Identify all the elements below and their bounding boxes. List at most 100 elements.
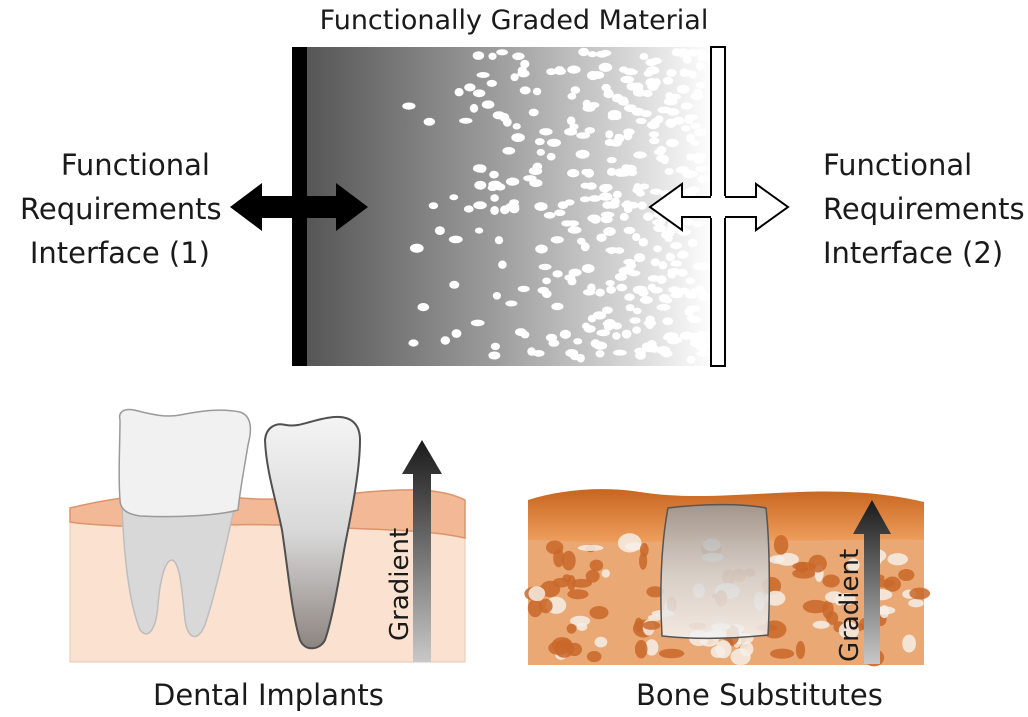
pore-dot — [520, 60, 529, 69]
pore-dot — [475, 228, 483, 234]
pore-dot — [511, 133, 525, 142]
pore-dot — [673, 117, 684, 125]
bone-pore — [635, 640, 648, 658]
pore-dot — [616, 284, 627, 292]
pore-dot — [648, 275, 660, 282]
pore-dot — [551, 303, 563, 311]
bone-pore — [887, 553, 908, 565]
pore-dot — [698, 293, 711, 301]
pore-dot — [567, 66, 580, 74]
interface-1-line-2: Requirements — [20, 187, 210, 231]
pore-dot — [539, 128, 552, 135]
pore-dot — [576, 150, 590, 159]
bone-pore — [567, 589, 588, 599]
pore-dot — [449, 236, 463, 244]
bone-pore — [774, 535, 788, 555]
pore-dot — [596, 350, 605, 357]
pore-dot — [488, 53, 496, 60]
pore-dot — [651, 258, 660, 266]
pore-dot — [654, 149, 665, 155]
pore-dot — [605, 130, 613, 138]
pore-dot — [612, 332, 620, 340]
pore-dot — [547, 139, 561, 147]
pore-dot — [534, 202, 547, 211]
pore-dot — [506, 203, 520, 211]
pore-dot — [510, 73, 518, 81]
pore-dot — [512, 53, 524, 61]
pore-dot — [587, 71, 599, 80]
pore-dot — [624, 69, 638, 75]
bone-pore — [634, 618, 643, 633]
pore-dot — [687, 356, 696, 364]
bone-pore — [731, 649, 751, 666]
diagram-title: Functionally Graded Material — [0, 7, 1028, 34]
bone-pore — [567, 624, 577, 634]
pore-dot — [672, 48, 682, 56]
pore-dot — [626, 262, 636, 270]
pore-dot — [650, 345, 659, 353]
pore-dot — [402, 103, 415, 110]
pore-dot — [477, 72, 490, 78]
bone-pore — [909, 588, 930, 600]
bone-pore — [595, 637, 608, 648]
pore-dot — [631, 82, 643, 91]
pore-dot — [697, 53, 710, 62]
pore-dot — [566, 220, 579, 226]
pore-dot — [567, 116, 576, 125]
pore-dot — [459, 118, 472, 124]
interface-1-label: Functional Requirements Interface (1) — [20, 143, 210, 275]
pore-dot — [537, 149, 545, 156]
bone-pore — [587, 651, 602, 662]
pore-dot — [633, 151, 646, 158]
pore-dot — [647, 82, 658, 91]
pore-dot — [452, 329, 462, 338]
pore-dot — [636, 190, 645, 196]
gradient-label-bone: Gradient — [835, 549, 865, 662]
pore-dot — [548, 339, 559, 346]
bone-pore — [528, 586, 545, 601]
pore-dot — [498, 261, 507, 269]
pore-dot — [582, 323, 590, 330]
pore-dot — [518, 286, 530, 292]
pore-dot — [435, 226, 445, 235]
pore-dot — [680, 332, 694, 340]
pore-dot — [529, 109, 539, 117]
pore-dot — [408, 339, 418, 346]
pore-dot — [636, 118, 647, 124]
pore-dot — [639, 238, 648, 247]
pore-dot — [668, 286, 681, 293]
pore-dot — [622, 330, 632, 339]
pore-dot — [688, 316, 701, 323]
pore-dot — [606, 280, 615, 286]
pore-dot — [620, 76, 634, 83]
bone-pore — [562, 551, 576, 571]
pore-dot — [555, 66, 565, 74]
pore-dot — [648, 284, 656, 291]
pore-dot — [681, 103, 693, 110]
caption-bone-substitutes: Bone Substitutes — [636, 681, 883, 710]
pore-dot — [535, 138, 545, 145]
pore-dot — [527, 347, 535, 356]
pore-dot — [620, 213, 629, 221]
bone-pore — [813, 621, 830, 629]
pore-dot — [599, 184, 610, 193]
interface-2-line-3: Interface (2) — [823, 231, 1028, 275]
bone-pore — [578, 545, 604, 551]
pore-dot — [418, 303, 430, 311]
pore-dot — [552, 270, 562, 277]
interface-2-line-1: Functional — [823, 143, 1028, 187]
pore-dot — [564, 128, 577, 136]
bone-pore — [908, 599, 924, 607]
pore-dot — [632, 233, 640, 241]
pore-dot — [698, 175, 710, 183]
pore-dot — [696, 62, 704, 71]
pore-dot — [630, 317, 641, 324]
pore-dot — [597, 330, 611, 337]
pore-dot — [482, 100, 495, 108]
pore-dot — [650, 189, 663, 195]
pore-dot — [577, 238, 586, 245]
pore-dot — [578, 48, 589, 56]
pore-dot — [677, 85, 689, 94]
bone-substitutes-illustration — [524, 489, 930, 666]
pore-dot — [495, 236, 503, 244]
